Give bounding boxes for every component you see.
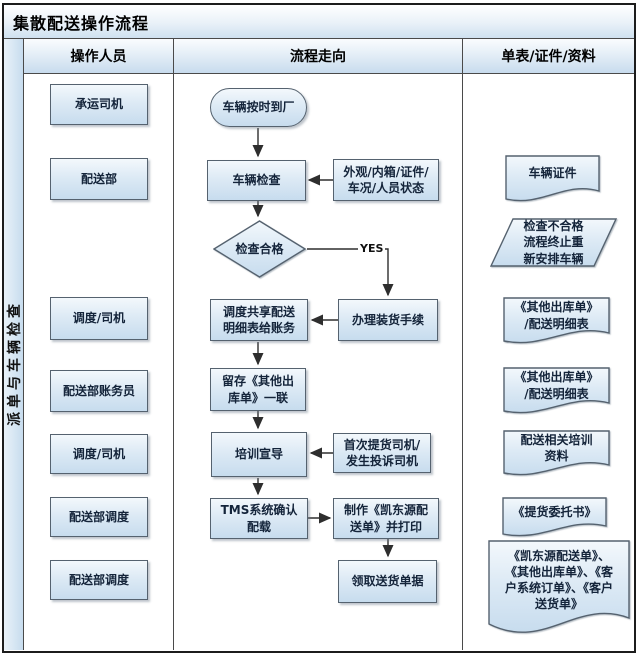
document-training-material: 配送相关培训 资料: [503, 430, 610, 477]
flow-step-training: 培训宣导: [211, 432, 307, 477]
grid-line-col1-col2: [173, 38, 174, 650]
column-header-documents: 单表/证件/资料: [463, 39, 634, 73]
outer-frame: [2, 3, 636, 653]
flow-start-terminator: 车辆按时到厂: [210, 88, 307, 127]
note-training-targets: 首次提货司机/ 发生投诉司机: [333, 433, 431, 473]
operator-carrier-driver: 承运司机: [50, 84, 148, 125]
grid-line-col2-col3: [462, 38, 463, 650]
grid-line-header-bottom: [23, 73, 634, 74]
phase-band-label: 派单与车辆检查: [6, 299, 23, 426]
document-delivery-set: 《凯东源配送单》、 《其他出库单》、《客 户系统订单》、《客户 送货单》: [488, 540, 630, 638]
phase-band: 派单与车辆检查: [4, 39, 23, 650]
flow-step-make-order: 制作《凯东源配 送单》并打印: [333, 498, 439, 539]
flow-step-tms-confirm: TMS系统确认 配载: [210, 498, 308, 539]
operator-accountant: 配送部账务员: [50, 370, 148, 412]
yes-branch-label: YES: [358, 242, 386, 255]
page-title: 集散配送操作流程: [13, 13, 150, 33]
note-check-items: 外观/内箱/证件/ 车况/人员状态: [333, 159, 439, 201]
operator-dispatcher-driver-2: 调度/司机: [50, 434, 148, 474]
grid-line-title-bottom: [4, 38, 634, 39]
flow-step-load-goods: 办理装货手续: [338, 299, 438, 341]
flow-step-vehicle-check: 车辆检查: [207, 160, 306, 201]
flow-step-share-detail: 调度共享配送 明细表给账务: [210, 299, 308, 341]
note-check-fail: 检查不合格 流程终止重 新安排车辆: [490, 218, 617, 267]
title-bar: 集散配送操作流程: [4, 5, 634, 38]
document-outbound-1: 《其他出库单》 /配送明细表: [503, 297, 610, 345]
operator-dispatcher-driver-1: 调度/司机: [50, 297, 148, 340]
flow-step-receive-docs: 领取送货单据: [338, 560, 437, 603]
column-header-flow: 流程走向: [174, 39, 462, 73]
flow-step-keep-copy: 留存《其他出 库单》一联: [210, 368, 306, 411]
operator-dept-dispatcher-1: 配送部调度: [50, 497, 148, 537]
column-header-operators: 操作人员: [24, 39, 173, 73]
document-outbound-2: 《其他出库单》 /配送明细表: [503, 367, 610, 415]
operator-dept-dispatcher-2: 配送部调度: [50, 560, 148, 600]
grid-line-band-right: [23, 38, 24, 650]
document-pickup-letter: 《提货委托书》: [502, 497, 607, 538]
decision-check-pass: 检查合格: [213, 220, 306, 278]
document-vehicle-cert: 车辆证件: [505, 155, 600, 203]
operator-delivery-dept: 配送部: [50, 158, 148, 200]
